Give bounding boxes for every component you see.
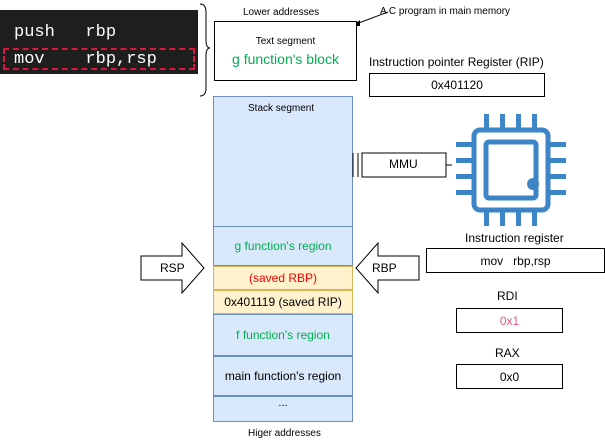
current-instruction-highlight xyxy=(3,48,195,70)
saved-rip-cell: 0x401119 (saved RIP) xyxy=(213,290,353,314)
cpu-chip-icon xyxy=(456,114,566,226)
code-line-push: push rbp xyxy=(14,23,117,42)
text-segment: Text segment g function's block xyxy=(214,21,357,81)
g-function-block: g function's block xyxy=(232,50,339,67)
mmu-connector xyxy=(352,152,452,178)
instruction-register-label: Instruction register xyxy=(465,231,564,245)
rdi-value: 0x1 xyxy=(456,308,563,333)
instruction-register-value: mov rbp,rsp xyxy=(426,248,605,273)
rsp-arrow-icon xyxy=(140,242,205,294)
mmu-label: MMU xyxy=(389,157,418,171)
f-function-region: f function's region xyxy=(213,314,353,356)
g-function-region: g function's region xyxy=(213,226,353,266)
main-function-region: main function's region xyxy=(213,356,353,396)
rip-value: 0x401120 xyxy=(369,73,545,97)
stack-ellipsis: ... xyxy=(213,396,353,422)
rsp-label: RSP xyxy=(160,261,185,275)
stack-segment-title: Stack segment xyxy=(248,103,315,114)
code-line-mov: mov rbp,rsp xyxy=(14,50,157,69)
brace-icon xyxy=(199,3,211,97)
rbp-arrow-icon xyxy=(355,242,420,294)
rax-value: 0x0 xyxy=(456,364,563,389)
rax-label: RAX xyxy=(495,346,520,360)
rdi-label: RDI xyxy=(497,289,518,303)
text-segment-title: Text segment xyxy=(255,35,316,47)
rip-label: Instruction pointer Register (RIP) xyxy=(369,55,544,69)
higher-addresses-label: Higer addresses xyxy=(248,428,321,439)
saved-rbp-cell: (saved RBP) xyxy=(213,266,353,290)
program-label: A C program in main memory xyxy=(380,6,511,17)
rbp-label: RBP xyxy=(372,261,397,275)
lower-addresses-label: Lower addresses xyxy=(243,7,320,18)
assembly-code-panel: push rbp mov rbp,rsp xyxy=(0,10,198,74)
